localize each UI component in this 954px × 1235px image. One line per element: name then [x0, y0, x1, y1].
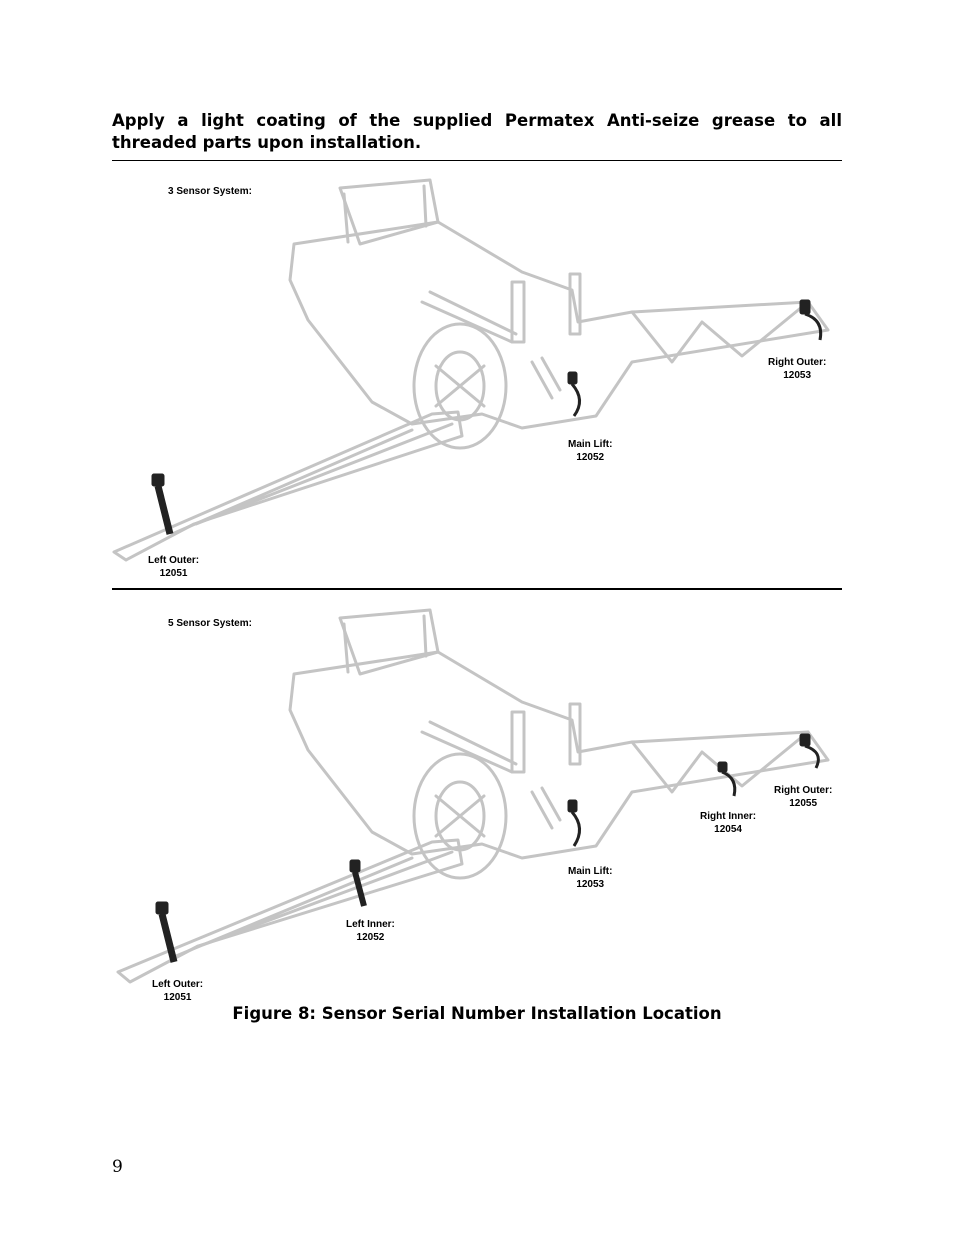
system-title: 5 Sensor System:: [168, 618, 252, 629]
callout-label: Left Inner:: [346, 919, 395, 930]
callout-serial: 12052: [356, 932, 385, 943]
sensor-right-outer: [799, 733, 820, 769]
sensor-left-outer: [155, 901, 178, 963]
callout-serial: 12053: [576, 879, 605, 890]
callout-serial: 12052: [576, 452, 605, 463]
callout-serial: 12051: [159, 568, 188, 579]
intro-instruction: Apply a light coating of the supplied Pe…: [112, 111, 842, 152]
page-number: 9: [112, 1157, 123, 1177]
callout-label: Right Inner:: [700, 811, 757, 822]
callout-serial: 12051: [163, 992, 192, 1003]
sensor-marks: [151, 299, 823, 535]
three-sensor-panel: 3 Sensor System: Right Outer: 12053 Main…: [112, 162, 842, 586]
callout-serial: 12055: [789, 798, 818, 809]
five-sensor-panel: 5 Sensor System: Right Outer: 12055 Righ…: [112, 592, 842, 1003]
callout-label: Main Lift:: [568, 439, 613, 450]
callout-main-lift: Main Lift: 12052: [568, 438, 612, 464]
figure-caption: Figure 8: Sensor Serial Number Installat…: [232, 1004, 722, 1023]
callout-main-lift: Main Lift: 12053: [568, 865, 612, 891]
callout-serial: 12054: [714, 824, 742, 835]
callout-label: Left Outer:: [152, 979, 204, 990]
callout-left-outer: Left Outer: 12051: [152, 978, 203, 1004]
sensor-left-outer: [151, 473, 174, 535]
sprayer-outline: [112, 178, 830, 562]
sprayer-illustration: [116, 608, 830, 984]
sensor-right-outer: [799, 299, 823, 341]
callout-label: Left Outer:: [148, 555, 200, 566]
section-divider: [112, 160, 842, 161]
callout-label: Right Outer:: [768, 357, 827, 368]
callout-label: Main Lift:: [568, 866, 613, 877]
sprayer-illustration: [112, 178, 830, 562]
system-title: 3 Sensor System:: [168, 186, 252, 197]
sprayer-outline: [116, 608, 830, 984]
panel-divider: [112, 588, 842, 590]
callout-serial: 12053: [783, 370, 812, 381]
sensor-main-lift: [567, 799, 581, 847]
callout-right-outer: Right Outer: 12055: [774, 784, 832, 810]
sensor-marks: [155, 733, 820, 963]
callout-left-outer: Left Outer: 12051: [148, 554, 199, 580]
callout-left-inner: Left Inner: 12052: [346, 918, 395, 944]
sensor-left-inner: [349, 859, 367, 907]
sensor-right-inner: [717, 761, 737, 797]
sensor-main-lift: [567, 371, 581, 417]
callout-right-inner: Right Inner: 12054: [700, 810, 756, 836]
callout-label: Right Outer:: [774, 785, 833, 796]
callout-right-outer: Right Outer: 12053: [768, 356, 826, 382]
